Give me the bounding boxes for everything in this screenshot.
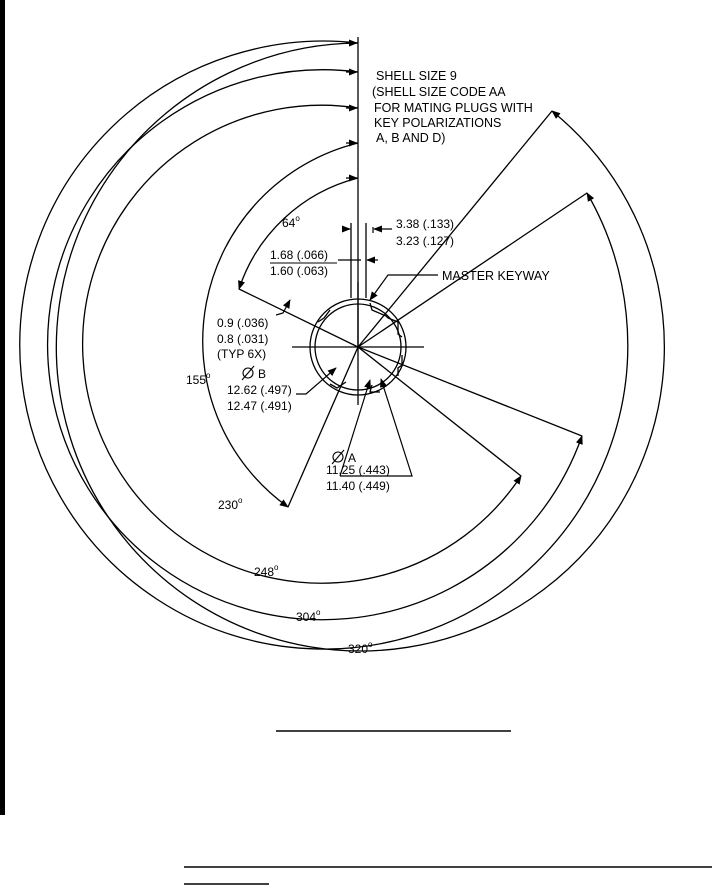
angle-64-label: 64o: [282, 214, 300, 230]
key-notch-3: [397, 355, 403, 376]
angle-arc-64: [238, 177, 359, 290]
keyway-width-max: 3.38 (.133): [396, 217, 454, 231]
reference-line-230: [357, 346, 522, 477]
angle-arc-248: [46, 69, 583, 621]
angle-arc-304: [19, 40, 629, 650]
left-margin-rule: [0, 0, 5, 815]
master-keyway-label: MASTER KEYWAY: [442, 269, 550, 283]
angle-320-label: 320o: [348, 640, 373, 656]
mating-text-1: FOR MATING PLUGS WITH: [374, 101, 533, 115]
reference-line-248: [357, 346, 583, 437]
diameter-a-icon: [331, 449, 345, 465]
angle-304-label: 304o: [296, 608, 321, 624]
key-depth-min: 0.8 (.031): [217, 332, 268, 346]
key-count: (TYP 6X): [217, 347, 266, 361]
key-notch-4: [369, 384, 380, 393]
slot-min: 1.60 (.063): [270, 264, 328, 278]
dia-a-min: 11.25 (.443): [326, 463, 390, 477]
mating-text-2: KEY POLARIZATIONS: [374, 116, 501, 130]
dia-b-max: 12.62 (.497): [227, 383, 292, 397]
shell-code-text: (SHELL SIZE CODE AA: [372, 85, 506, 99]
angle-155-label: 155o: [186, 371, 211, 387]
angle-248-label: 248o: [254, 563, 279, 579]
angle-arc-155: [202, 142, 359, 508]
dia-a-leader: [340, 378, 413, 477]
dia-a-label: A: [348, 451, 356, 465]
dia-a-leader-2: [339, 379, 372, 477]
key-depth-leader: [275, 299, 291, 316]
angle-arc-320: [55, 42, 665, 652]
key-notch-6: [317, 309, 331, 323]
dia-b-min: 12.47 (.491): [227, 399, 292, 413]
reference-line-155: [287, 346, 359, 508]
dia-a-max: 11.40 (.449): [326, 479, 390, 493]
key-notch-2: [387, 317, 403, 338]
angle-230-label: 230o: [218, 496, 243, 512]
reference-line-64: [238, 288, 359, 348]
angle-arc-230: [81, 104, 522, 584]
key-notch-5: [329, 381, 347, 389]
shell-size-text: SHELL SIZE 9: [376, 69, 457, 83]
mating-text-3: A, B AND D): [376, 131, 445, 145]
keyway-width-min: 3.23 (.127): [396, 234, 454, 248]
reference-line-320: [357, 110, 553, 348]
key-depth-max: 0.9 (.036): [217, 316, 268, 330]
key-notch-1: [369, 302, 389, 319]
dia-b-label: B: [258, 367, 266, 381]
master-keyway-leader: [369, 274, 438, 301]
slot-max: 1.68 (.066): [270, 248, 328, 262]
dia-b-leader: [296, 367, 337, 395]
diameter-b-icon: [241, 365, 255, 381]
